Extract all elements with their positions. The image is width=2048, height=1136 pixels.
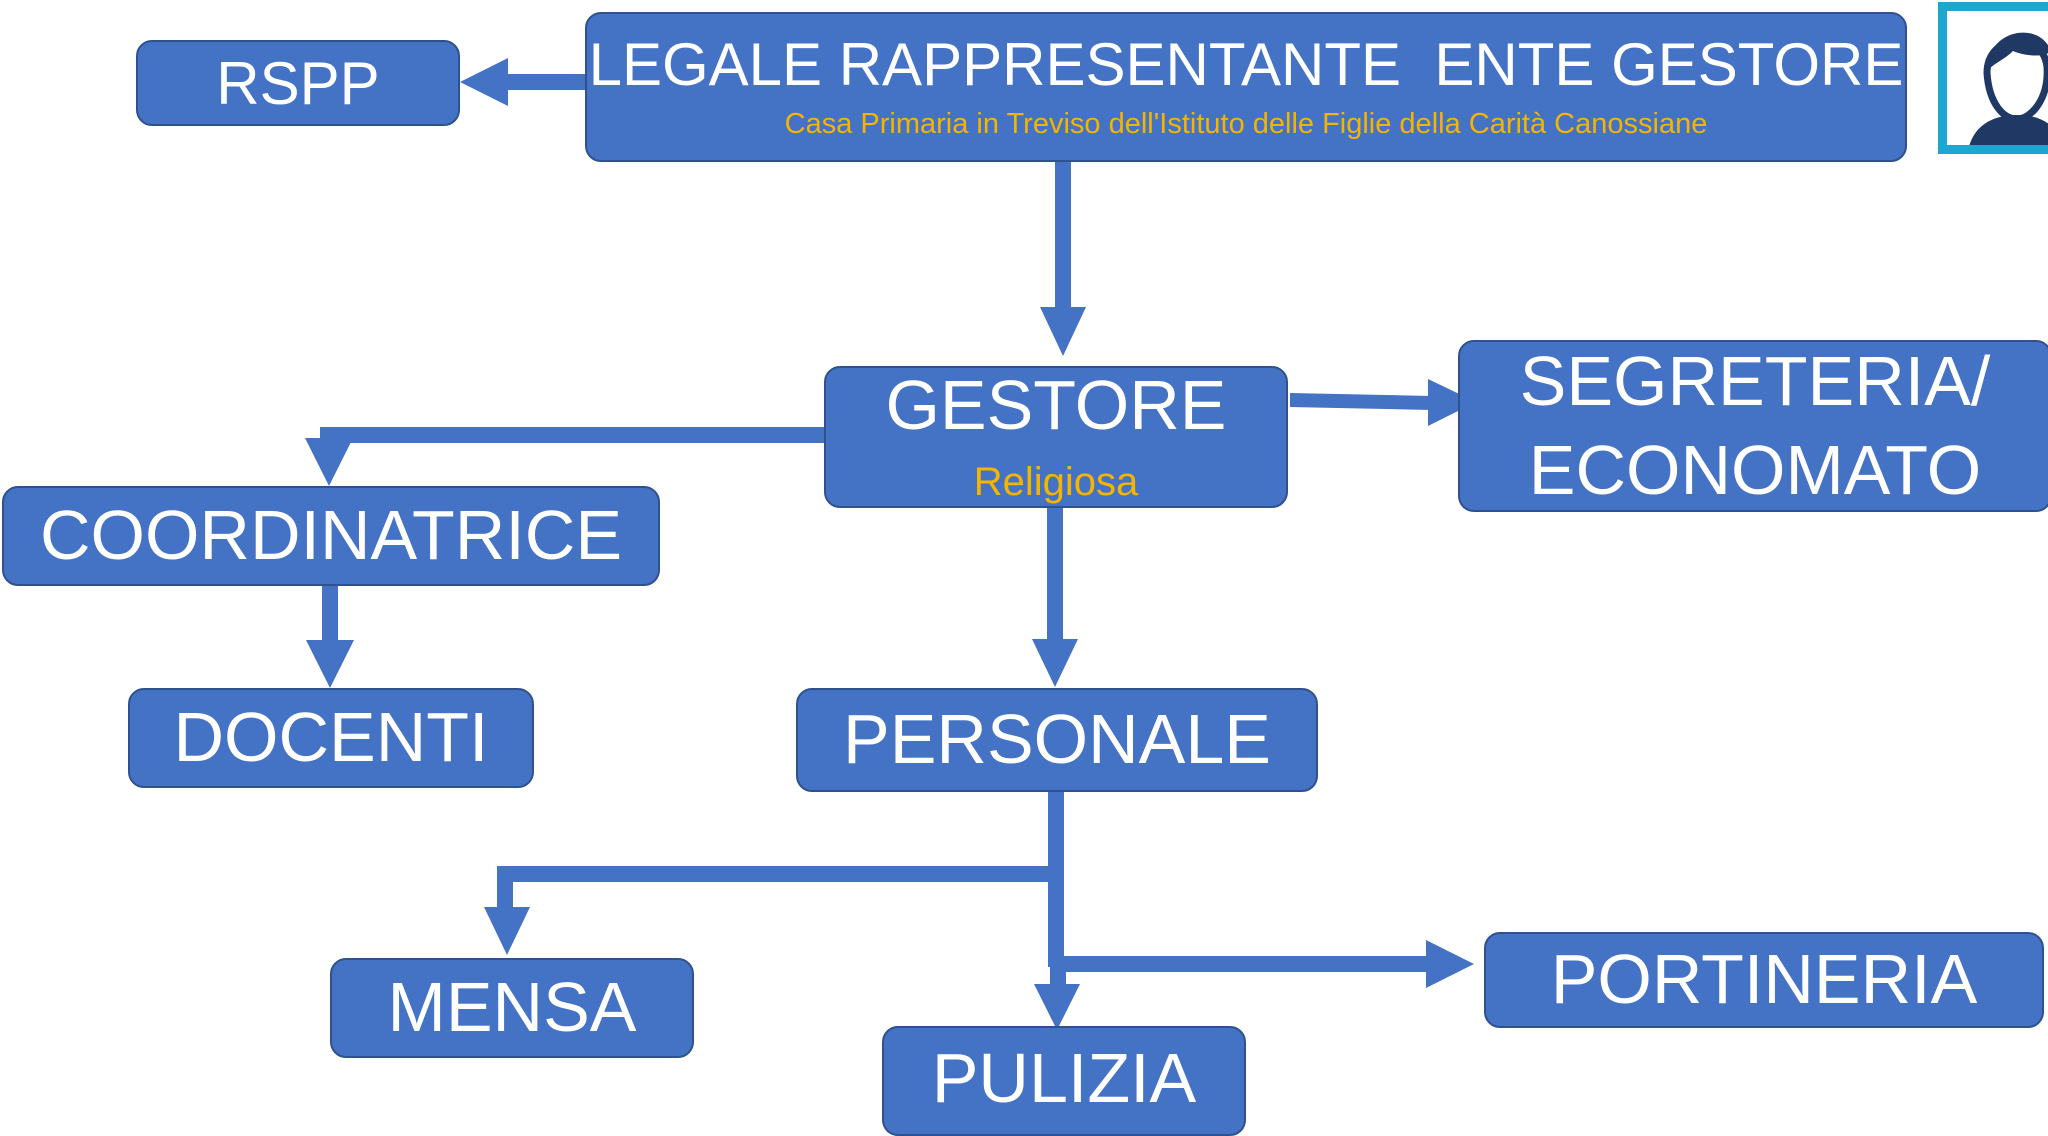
node-personale-title: PERSONALE xyxy=(843,700,1271,779)
arrowhead-docenti xyxy=(306,640,354,688)
node-mensa-title: MENSA xyxy=(387,968,637,1047)
node-mensa: MENSA xyxy=(330,958,694,1058)
arrowhead-portineria xyxy=(1426,940,1474,988)
node-docenti: DOCENTI xyxy=(128,688,534,788)
arrowhead-personale xyxy=(1032,639,1078,687)
connector-personale-mensa-v xyxy=(497,866,513,912)
node-segreteria-title-line1: SEGRETERIA/ xyxy=(1519,341,1991,420)
connector-personale-portineria xyxy=(1064,956,1430,972)
connector-coordinatrice-docenti xyxy=(322,585,338,647)
connector-legale-rspp xyxy=(500,74,586,90)
node-rspp-title: RSPP xyxy=(216,49,380,117)
node-portineria: PORTINERIA xyxy=(1484,932,2044,1028)
node-personale: PERSONALE xyxy=(796,688,1318,792)
node-segreteria-economato: SEGRETERIA/ ECONOMATO xyxy=(1458,340,2048,512)
connector-gestore-coordinatrice-h xyxy=(320,427,825,443)
connector-personale-mensa-h xyxy=(497,866,1064,882)
node-segreteria-title-line2: ECONOMATO xyxy=(1528,431,1982,509)
node-portineria-title: PORTINERIA xyxy=(1550,940,1978,1019)
arrowhead-gestore xyxy=(1040,307,1086,356)
arrowhead-coordinatrice xyxy=(305,438,353,486)
node-pulizia-title: PULIZIA xyxy=(931,1039,1197,1117)
person-icon xyxy=(1938,2,2048,154)
node-legale-subtitle: Casa Primaria in Treviso dell'Istituto d… xyxy=(784,108,1708,140)
person-icon-graphic xyxy=(1969,32,2048,145)
node-gestore: GESTORE Religiosa xyxy=(824,366,1288,508)
node-pulizia: PULIZIA xyxy=(882,1026,1246,1136)
node-legale-title: LEGALE RAPPRESENTANTE ENTE GESTORE xyxy=(588,31,1904,98)
node-gestore-subtitle: Religiosa xyxy=(973,460,1139,505)
node-coordinatrice: COORDINATRICE xyxy=(2,486,660,586)
arrowhead-pulizia xyxy=(1034,984,1080,1030)
node-rspp: RSPP xyxy=(136,40,460,126)
node-docenti-title: DOCENTI xyxy=(173,698,489,777)
connector-gestore-personale xyxy=(1047,508,1063,646)
node-gestore-title: GESTORE xyxy=(885,366,1227,444)
arrowhead-mensa xyxy=(484,907,530,955)
arrowhead-segreteria xyxy=(1428,379,1476,426)
arrowhead-rspp xyxy=(460,58,508,106)
connector-personale-pulizia xyxy=(1050,960,1066,990)
connector-gestore-segreteria xyxy=(1290,393,1432,410)
connector-legale-gestore xyxy=(1055,162,1071,312)
node-legale-rappresentante: LEGALE RAPPRESENTANTE ENTE GESTORE Casa … xyxy=(585,12,1907,162)
node-coordinatrice-title: COORDINATRICE xyxy=(39,496,623,575)
